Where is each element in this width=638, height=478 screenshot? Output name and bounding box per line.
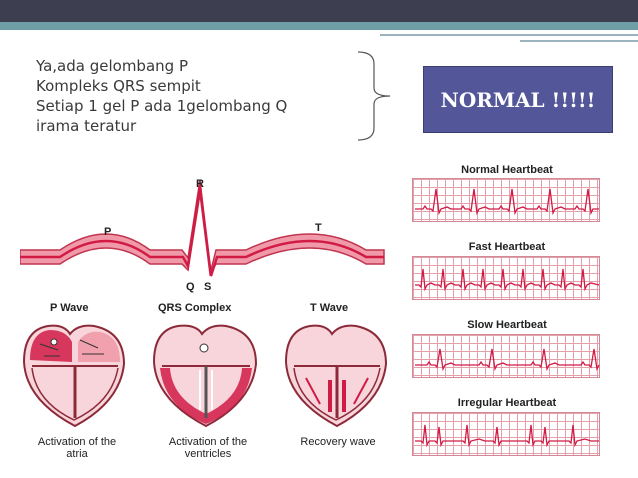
p-wave-label: P — [104, 226, 112, 238]
s-wave-label: S — [204, 281, 212, 293]
heart-caption: Recovery wave — [300, 436, 376, 448]
finding-item: Ya,ada gelombang P — [36, 57, 188, 75]
heart-caption: Activation of the ventricles — [168, 436, 248, 460]
strip-title: Slow Heartbeat — [467, 319, 547, 331]
title-bar — [0, 0, 638, 22]
divider-line — [520, 40, 638, 42]
divider-line — [380, 34, 638, 36]
heart-ventricles-icon — [152, 324, 258, 428]
ecg-waveform — [20, 179, 385, 277]
heart-title: T Wave — [310, 302, 349, 314]
heart-atria-icon — [22, 324, 126, 428]
fast-heartbeat-strip — [412, 256, 600, 300]
strip-title: Normal Heartbeat — [461, 164, 553, 176]
finding-item: irama teratur — [36, 117, 137, 135]
r-wave-label: R — [196, 178, 204, 190]
slow-heartbeat-strip — [412, 334, 600, 378]
heart-recovery-icon — [284, 324, 388, 428]
ecg-line — [20, 185, 384, 277]
accent-band — [0, 22, 638, 30]
normal-heartbeat-strip — [412, 178, 600, 222]
irregular-heartbeat-strip — [412, 412, 600, 456]
heart-caption: Activation of the atria — [37, 436, 117, 460]
heart-title: P Wave — [50, 302, 89, 314]
normal-label: NORMAL !!!!! — [440, 87, 596, 112]
q-wave-label: Q — [186, 281, 195, 293]
normal-result-box: NORMAL !!!!! — [423, 66, 613, 133]
strip-title: Irregular Heartbeat — [457, 397, 557, 409]
finding-item: Kompleks QRS sempit — [36, 77, 201, 95]
heart-title: QRS Complex — [158, 302, 232, 314]
finding-item: Setiap 1 gel P ada 1gelombang Q — [36, 97, 288, 115]
strip-title: Fast Heartbeat — [468, 241, 546, 253]
findings-list: Ya,ada gelombang P Kompleks QRS sempit S… — [36, 56, 287, 136]
brace-icon — [357, 51, 391, 141]
t-wave-label: T — [315, 222, 322, 234]
